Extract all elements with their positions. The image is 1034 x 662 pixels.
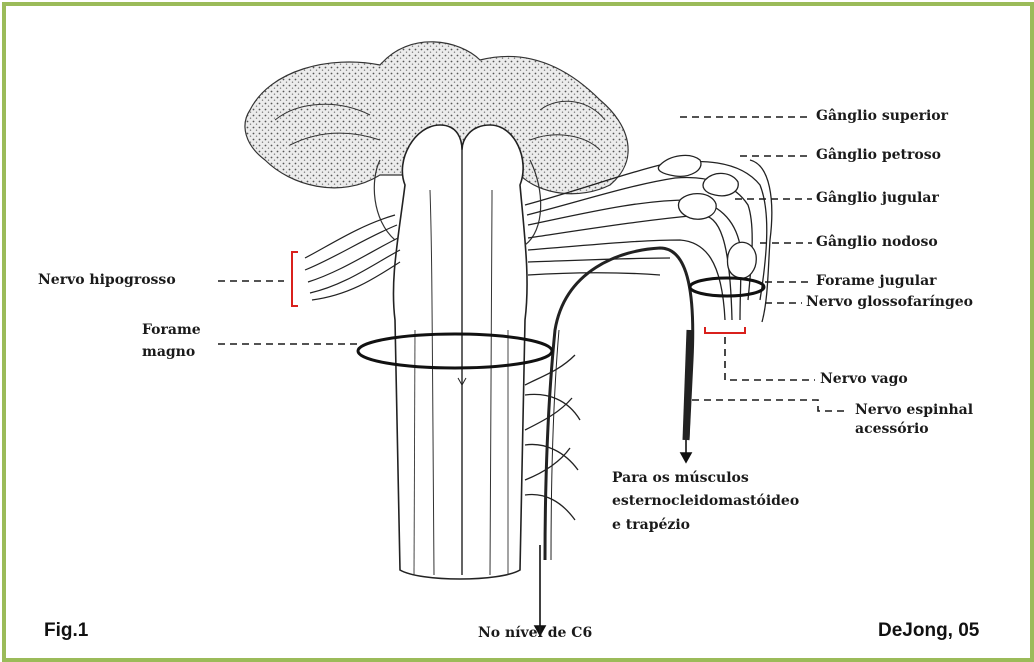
label-nervo-glossofaringeo: Nervo glossofaríngeo [806, 293, 973, 312]
label-e-trapezio: e trapézio [612, 516, 690, 535]
figure-number: Fig.1 [44, 620, 88, 642]
label-forame-jugular: Forame jugular [816, 272, 937, 291]
label-magno: magno [142, 343, 195, 362]
label-acessorio: acessório [855, 420, 929, 439]
label-esternocleidomastoideo: esternocleidomastóideo [612, 492, 799, 511]
hypoglossal-rootlets [305, 215, 400, 300]
label-no-nivel-c6: No nível de C6 [478, 624, 592, 643]
label-ganglio-jugular: Gânglio jugular [816, 189, 939, 208]
label-ganglio-petroso: Gânglio petroso [816, 146, 941, 165]
label-ganglio-superior: Gânglio superior [816, 107, 948, 126]
label-nervo-hipogrosso: Nervo hipogrosso [38, 271, 176, 290]
label-nervo-espinhal: Nervo espinhal [855, 401, 973, 420]
label-ganglio-nodoso: Gânglio nodoso [816, 233, 938, 252]
spinal-cord [374, 125, 540, 579]
label-nervo-vago: Nervo vago [820, 370, 908, 389]
label-forame: Forame [142, 321, 201, 340]
label-para-os-musculos: Para os músculos [612, 469, 749, 488]
figure-credit: DeJong, 05 [878, 620, 979, 642]
